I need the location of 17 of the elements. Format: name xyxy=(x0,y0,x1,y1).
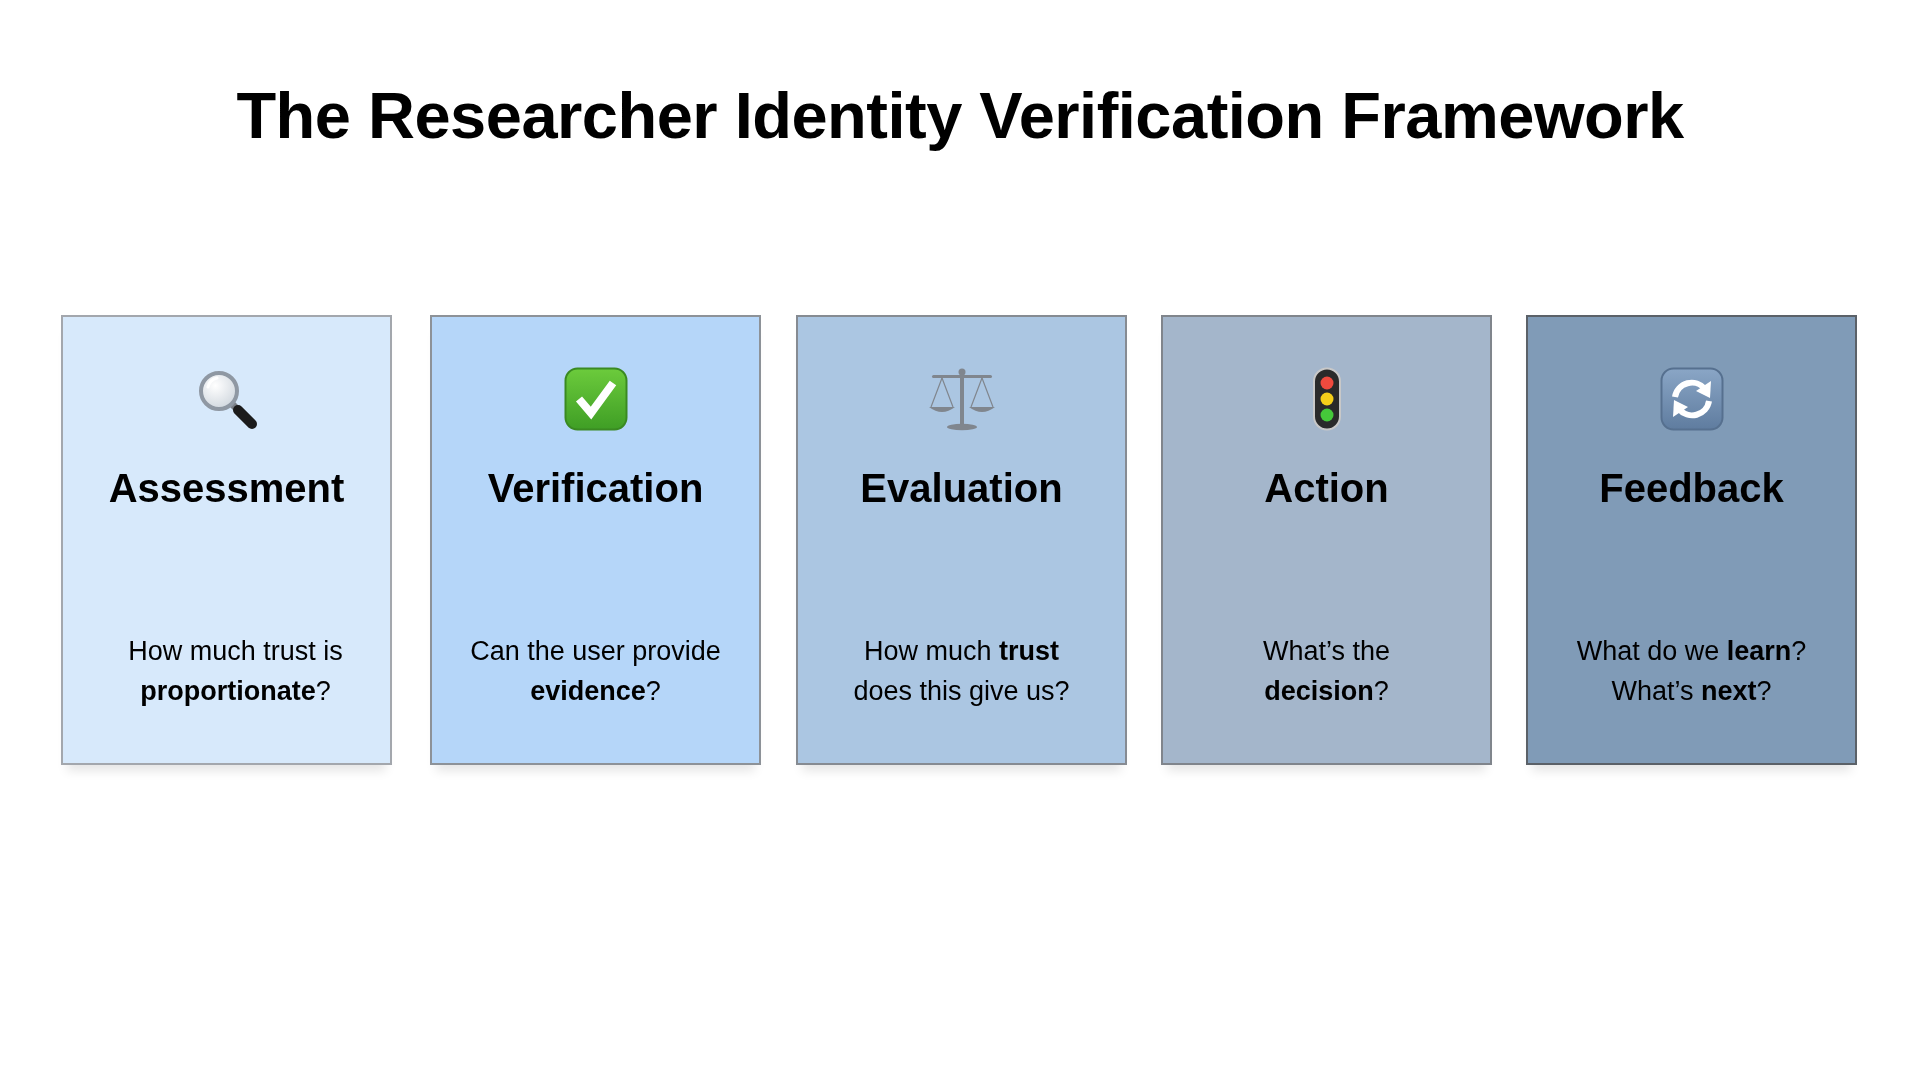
stage-question: What’s the decision? xyxy=(1261,635,1392,708)
diagram-title: The Researcher Identity Verification Framework xyxy=(235,78,1685,154)
stage-question: What do we learn? xyxy=(1576,635,1807,668)
stage-heading: Evaluation xyxy=(859,465,1064,512)
stage-card xyxy=(796,315,1127,765)
stage-question: How much trust is proportionate? xyxy=(127,635,344,708)
stage-heading: Assessment xyxy=(107,465,346,512)
stage-question: Can the user provide evidence? xyxy=(469,635,722,708)
stage-card xyxy=(430,315,761,765)
stage-heading: Verification xyxy=(486,465,705,512)
stage-heading: Feedback xyxy=(1598,465,1785,512)
stage-heading: Action xyxy=(1263,465,1390,512)
stage-question: How much trust does this give us? xyxy=(852,635,1071,708)
stage-card xyxy=(1161,315,1492,765)
stage-question: What’s next? xyxy=(1611,675,1772,708)
stage-card xyxy=(1526,315,1857,765)
stage-card xyxy=(61,315,392,765)
